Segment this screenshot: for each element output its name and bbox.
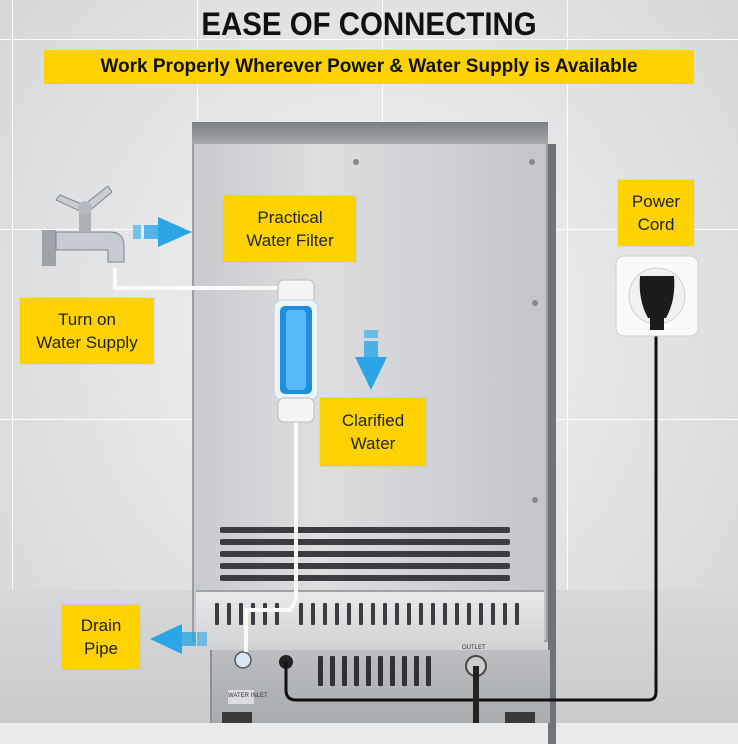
- arrow-down-icon: [355, 330, 387, 390]
- ice-machine-top: [192, 122, 548, 144]
- port-label-plate: [228, 690, 254, 704]
- label-practical-water-filter: Practical Water Filter: [224, 196, 356, 262]
- filtered-water-line: [244, 420, 298, 652]
- label-text: Turn on Water Supply: [36, 310, 138, 352]
- subtitle-banner: Work Properly Wherever Power & Water Sup…: [44, 50, 694, 84]
- screw: [532, 497, 538, 503]
- arrow-right-icon: [133, 217, 192, 247]
- water-inlet-port: [234, 651, 252, 669]
- label-clarified-water: Clarified Water: [320, 398, 426, 466]
- faucet-icon: [42, 185, 125, 266]
- banner-text: Work Properly Wherever Power & Water Sup…: [100, 56, 638, 77]
- base-slots: [318, 656, 431, 686]
- arrow-left-icon: [150, 624, 207, 654]
- ice-machine-side: [548, 144, 556, 744]
- label-text: Power Cord: [631, 192, 681, 234]
- outlet-label: OUTLET: [462, 645, 486, 651]
- label-text: Practical Water Filter: [246, 208, 334, 250]
- page-title: EASE OF CONNECTING: [201, 6, 537, 42]
- screw: [353, 159, 359, 165]
- water-filter-icon: [273, 279, 319, 423]
- power-cord-line: [284, 320, 658, 702]
- label-text: Drain Pipe: [80, 616, 122, 658]
- screw: [532, 300, 538, 306]
- water-supply-line: [113, 268, 285, 290]
- screw: [529, 159, 535, 165]
- label-drain-pipe: Drain Pipe: [62, 605, 140, 669]
- water-inlet-label: WATER INLET: [228, 693, 268, 699]
- power-socket-icon: [615, 255, 699, 337]
- machine-foot: [222, 712, 252, 723]
- label-text: Clarified Water: [341, 411, 405, 453]
- label-power-cord: Power Cord: [618, 180, 694, 246]
- label-turn-on-water-supply: Turn on Water Supply: [20, 298, 154, 364]
- bottom-panel-slots: [215, 603, 519, 625]
- machine-foot: [505, 712, 535, 723]
- illustration-layer: [42, 159, 699, 723]
